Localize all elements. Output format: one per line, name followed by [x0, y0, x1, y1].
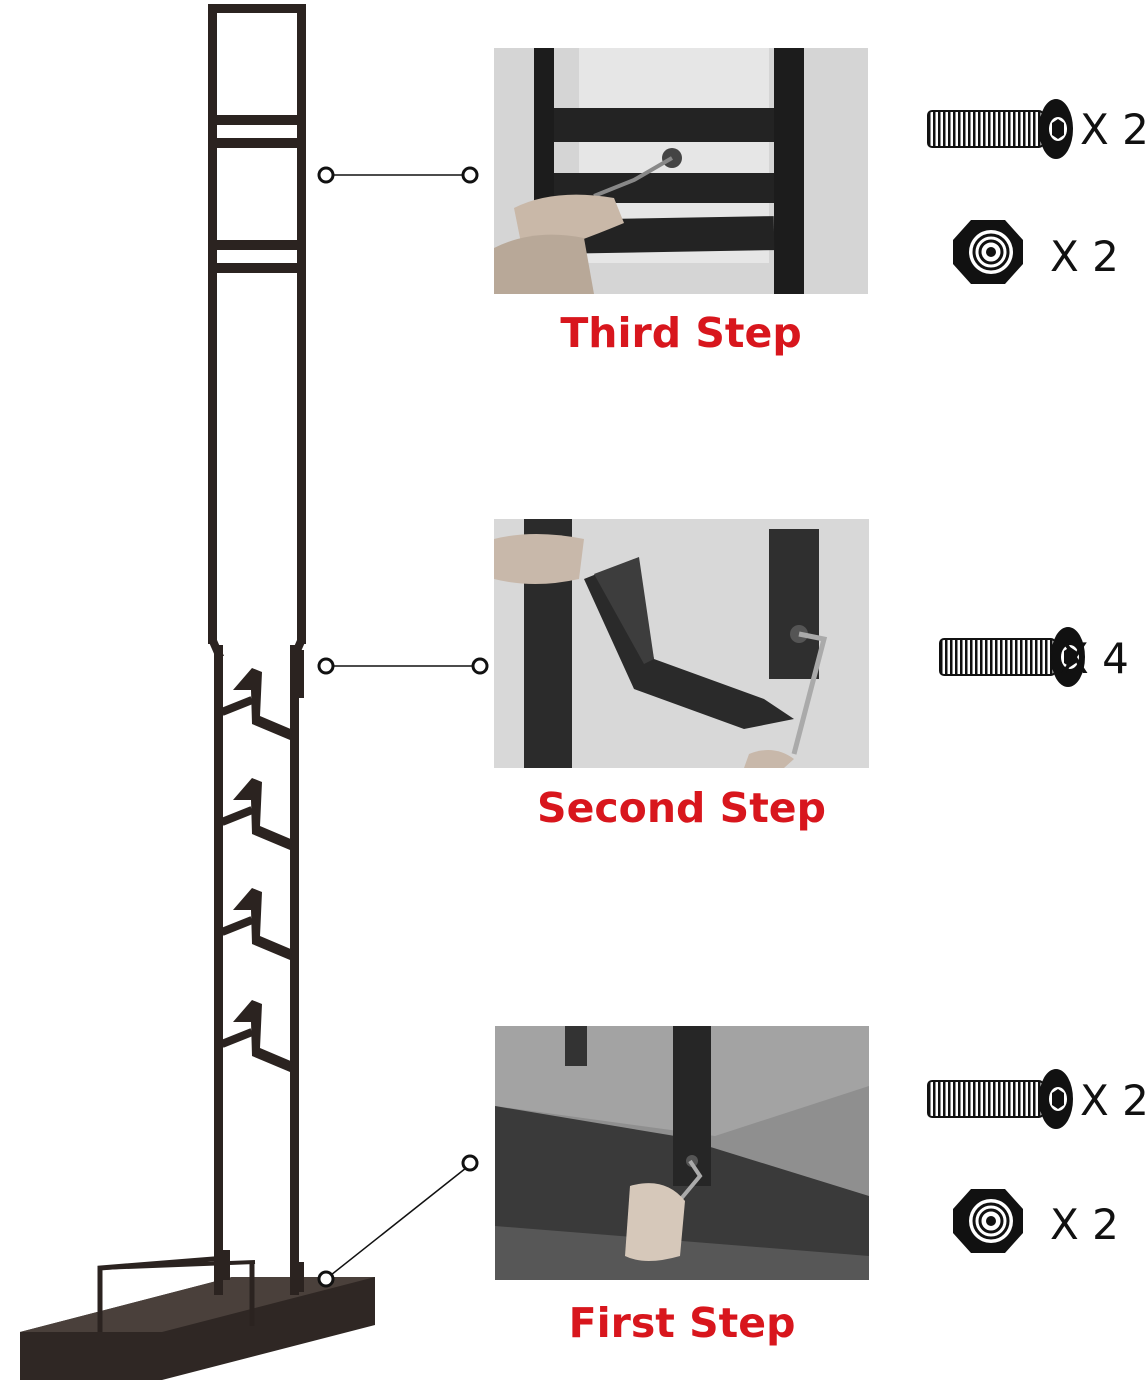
- stand-lower-bracket: [213, 240, 303, 250]
- callout-connectors: [317, 166, 489, 1288]
- stand-hook: [220, 888, 293, 960]
- stand-base-plate: [20, 1277, 375, 1380]
- screw-quantity: X 2: [1080, 1076, 1147, 1125]
- stand-upper-bracket: [213, 115, 303, 125]
- screw-icon: [927, 98, 1074, 160]
- hex-nut-icon: [951, 1187, 1025, 1255]
- second-step-photo: [494, 519, 869, 768]
- screw-icon: [927, 1068, 1074, 1130]
- third-step-photo: [494, 48, 868, 294]
- first-step-label: First Step: [568, 1299, 796, 1347]
- screw-quantity: X 4: [1060, 634, 1129, 683]
- hex-nut-icon: [951, 218, 1025, 286]
- first-step-photo: [495, 1026, 869, 1280]
- stand-top-loop: [208, 4, 306, 13]
- stand-hook: [220, 668, 293, 740]
- third-step-label: Third Step: [560, 309, 802, 357]
- stand-hook: [220, 778, 293, 850]
- stand-hook: [220, 1000, 293, 1072]
- nut-quantity: X 2: [1050, 1200, 1119, 1249]
- second-step-label: Second Step: [537, 784, 826, 832]
- screw-quantity: X 2: [1080, 105, 1147, 154]
- nut-quantity: X 2: [1050, 232, 1119, 281]
